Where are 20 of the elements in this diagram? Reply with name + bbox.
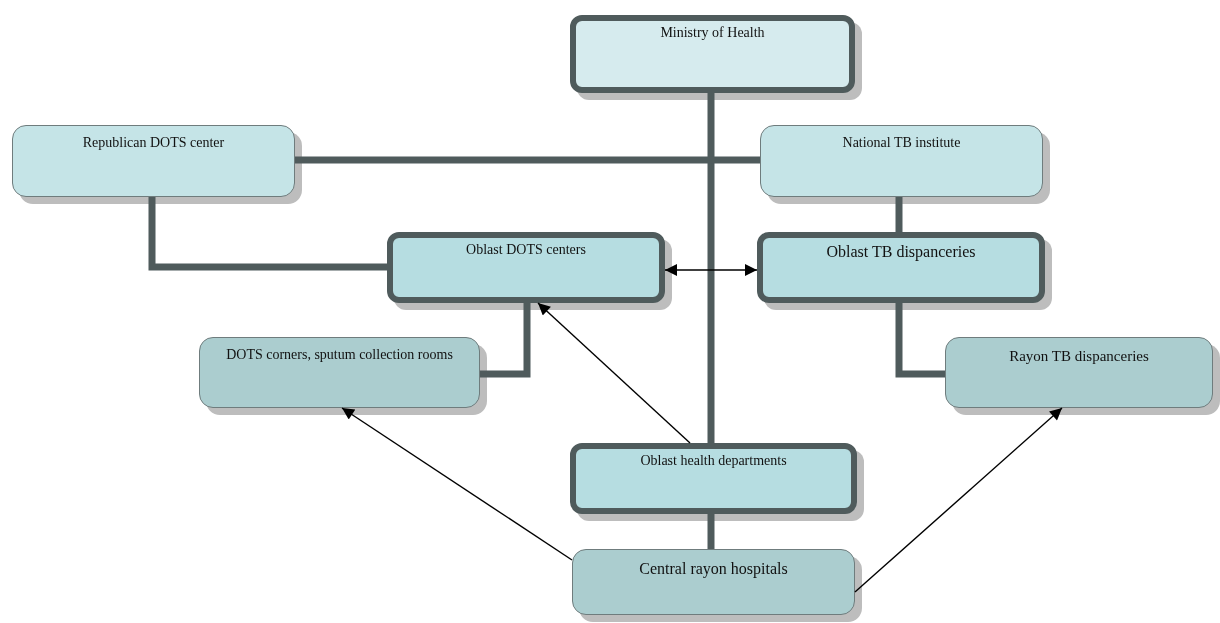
connector-line — [148, 197, 387, 271]
box-label: Oblast health departments — [639, 453, 788, 470]
box-label: Ministry of Health — [659, 25, 766, 42]
connector-line — [707, 93, 715, 443]
connector-line — [480, 303, 531, 378]
connector-line — [295, 156, 760, 164]
arrow — [341, 407, 573, 561]
box-label: Central rayon hospitals — [638, 559, 789, 579]
box-label: National TB institute — [841, 135, 962, 152]
box-label: Oblast TB dispanceries — [825, 242, 977, 262]
box-label: DOTS corners, sputum collection rooms — [225, 347, 454, 364]
box-label: Republican DOTS center — [81, 135, 226, 152]
arrow — [854, 407, 1063, 593]
box-label: Rayon TB dispanceries — [1008, 347, 1150, 365]
arrow — [664, 264, 758, 276]
connector-line — [895, 197, 903, 232]
box-label: Oblast DOTS centers — [465, 242, 587, 259]
connector-line — [895, 303, 945, 378]
connector-line — [707, 514, 715, 549]
arrow — [537, 302, 691, 444]
